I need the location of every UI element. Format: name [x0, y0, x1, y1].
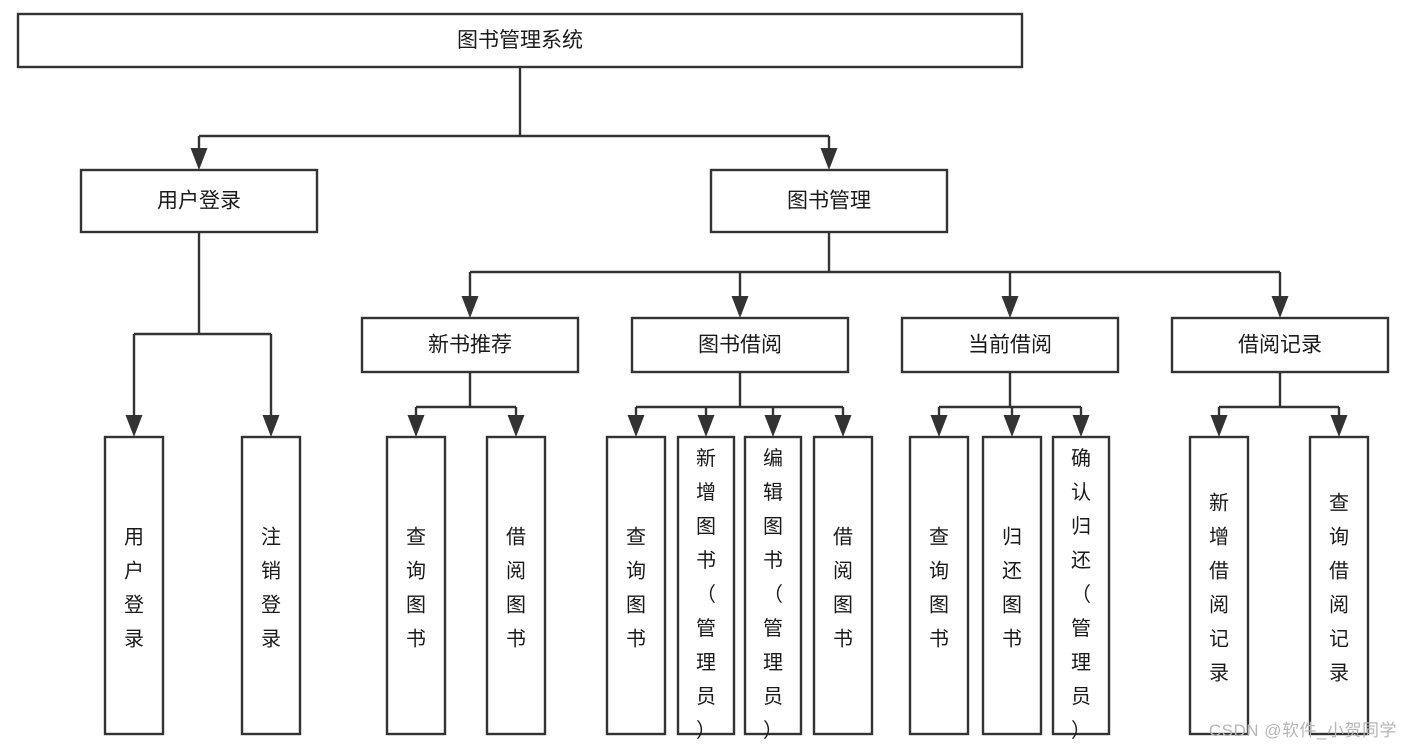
node-label: 编辑图书（管理员）	[763, 447, 783, 742]
node-leaf-query-book-3[interactable]: 查询图书	[908, 435, 970, 736]
node-leaf-borrow-book-1[interactable]: 借阅图书	[485, 435, 547, 736]
arrow-head-icon	[1271, 296, 1289, 318]
node-label: 查询图书	[406, 526, 426, 651]
node-label: 借阅记录	[1238, 334, 1322, 357]
node-box	[385, 435, 447, 736]
arrow-head-icon	[1001, 296, 1019, 318]
node-box	[812, 435, 874, 736]
node-leaf-borrow-book-2[interactable]: 借阅图书	[812, 435, 874, 736]
node-box	[79, 168, 319, 234]
node-box	[103, 435, 165, 736]
node-label: 图书借阅	[698, 334, 782, 357]
node-box	[1170, 316, 1390, 374]
node-box	[1308, 435, 1370, 736]
arrow-head-icon	[190, 148, 208, 170]
node-label: 新增图书（管理员）	[696, 447, 716, 742]
node-current-borrow[interactable]: 当前借阅	[900, 316, 1120, 374]
node-leaf-add-book[interactable]: 新增图书（管理员）	[676, 435, 736, 742]
node-leaf-query-book-2[interactable]: 查询图书	[605, 435, 667, 736]
node-leaf-user-login[interactable]: 用户登录	[103, 435, 165, 736]
node-label: 图书管理系统	[457, 29, 583, 52]
node-label: 查询借阅记录	[1329, 492, 1349, 685]
arrow-head-icon	[1210, 415, 1228, 437]
node-leaf-add-record[interactable]: 新增借阅记录	[1188, 435, 1250, 736]
node-root[interactable]: 图书管理系统	[16, 12, 1024, 69]
arrow-head-icon	[262, 415, 280, 437]
node-box	[240, 435, 302, 736]
node-label: 用户登录	[124, 527, 144, 651]
node-leaf-query-record[interactable]: 查询借阅记录	[1308, 435, 1370, 736]
node-box	[900, 316, 1120, 374]
arrow-head-icon	[764, 415, 782, 437]
node-box	[908, 435, 970, 736]
node-leaf-return-book[interactable]: 归还图书	[981, 435, 1043, 736]
node-label: 注销登录	[261, 526, 281, 651]
arrow-head-icon	[834, 415, 852, 437]
node-box	[605, 435, 667, 736]
node-book-borrow[interactable]: 图书借阅	[630, 316, 850, 374]
node-label: 查询图书	[929, 526, 949, 651]
node-borrow-record[interactable]: 借阅记录	[1170, 316, 1390, 374]
arrow-head-icon	[461, 296, 479, 318]
node-label: 用户登录	[157, 190, 241, 213]
node-leaf-confirm-return[interactable]: 确认归还（管理员）	[1051, 435, 1111, 742]
node-label: 查询图书	[626, 526, 646, 651]
node-label: 图书管理	[787, 190, 871, 213]
arrow-head-icon	[125, 415, 143, 437]
arrow-head-icon	[820, 148, 838, 170]
arrow-head-icon	[507, 415, 525, 437]
node-box	[1188, 435, 1250, 736]
node-book-manage[interactable]: 图书管理	[709, 168, 949, 234]
arrow-head-icon	[627, 415, 645, 437]
node-box	[743, 435, 803, 736]
node-label: 新增借阅记录	[1209, 492, 1229, 685]
arrow-head-icon	[1330, 415, 1348, 437]
node-box	[709, 168, 949, 234]
node-leaf-query-book-1[interactable]: 查询图书	[385, 435, 447, 736]
node-label: 新书推荐	[428, 334, 512, 357]
arrow-head-icon	[1003, 415, 1021, 437]
node-box	[360, 316, 580, 374]
node-label: 借阅图书	[833, 526, 853, 651]
arrow-head-icon	[731, 296, 749, 318]
node-box	[630, 316, 850, 374]
node-leaf-logout[interactable]: 注销登录	[240, 435, 302, 736]
node-new-book-rec[interactable]: 新书推荐	[360, 316, 580, 374]
node-box	[981, 435, 1043, 736]
arrow-head-icon	[930, 415, 948, 437]
node-label: 借阅图书	[506, 526, 526, 651]
node-box	[485, 435, 547, 736]
arrow-head-icon	[407, 415, 425, 437]
node-user-login[interactable]: 用户登录	[79, 168, 319, 234]
node-label: 当前借阅	[968, 334, 1052, 357]
node-label: 确认归还（管理员）	[1071, 447, 1091, 742]
node-label: 归还图书	[1002, 526, 1022, 651]
node-box	[16, 12, 1024, 69]
node-leaf-edit-book[interactable]: 编辑图书（管理员）	[743, 435, 803, 742]
node-box	[1051, 435, 1111, 736]
arrow-head-icon	[697, 415, 715, 437]
arrow-head-icon	[1072, 415, 1090, 437]
node-box	[676, 435, 736, 736]
